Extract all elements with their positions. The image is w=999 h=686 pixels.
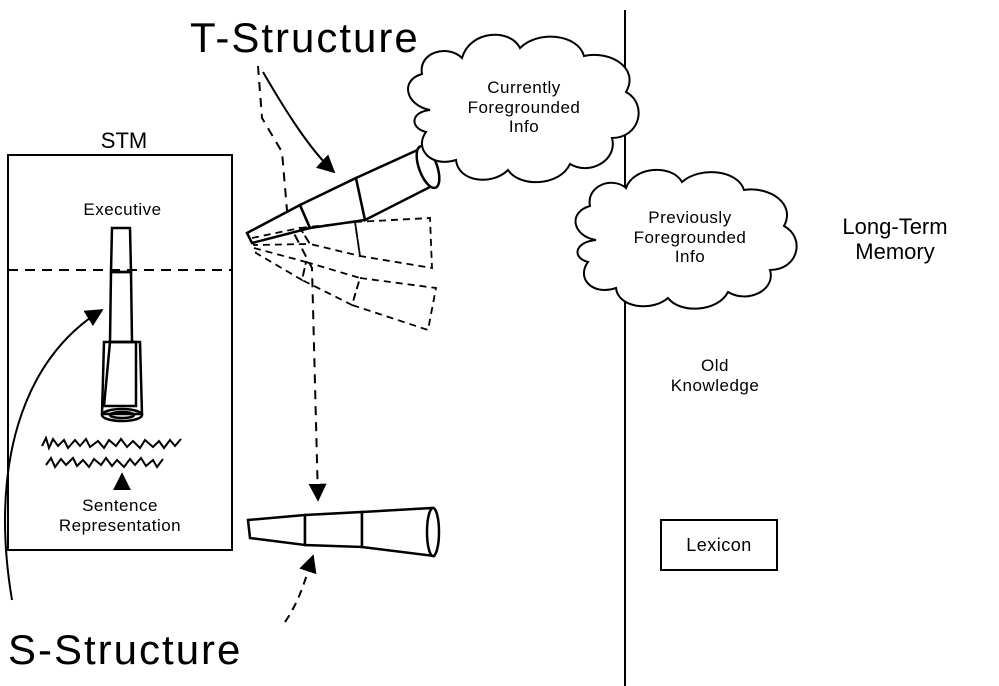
previous-cloud-shape [574,169,798,310]
t-structure-curve-arrow [262,71,336,174]
old-knowledge-label: Old Knowledge [670,356,760,395]
long-term-memory-label: Long-Term Memory [842,214,948,265]
s-structure-label: S-Structure [8,626,243,673]
upper-telescope [245,144,441,245]
s-structure-dashed-arrow [284,554,317,623]
executive-label: Executive [83,200,162,219]
ghost-telescopes [250,217,438,332]
stm-label: STM [100,128,148,153]
lower-telescope [246,506,441,558]
lexicon-box [660,519,778,571]
s-structure-curve-arrow [4,309,104,601]
t-structure-title: T-Structure [190,14,420,61]
sentence-representation-label: Sentence Representation [58,496,182,535]
currently-foregrounded-label: Currently Foregrounded Info [467,78,581,137]
stm-box [7,154,233,551]
stm-telescope [100,226,144,423]
lexicon-label: Lexicon [686,535,752,555]
current-cloud-shape [407,33,640,184]
sentence-scribble [41,435,182,469]
previously-foregrounded-label: Previously Foregrounded Info [633,208,747,267]
